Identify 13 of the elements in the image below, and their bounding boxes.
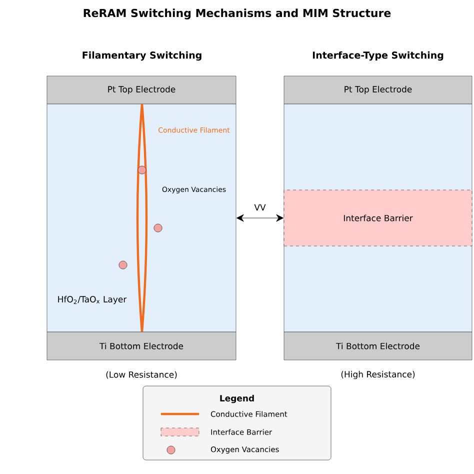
legend-title: Legend [220,394,254,404]
electrode-box: Ti Bottom Electrode (Low Resistance) [46,332,236,379]
arrow [236,214,284,222]
heading: Interface-Type Switching [312,51,444,61]
electrode-box: Pt Top Electrode [284,76,472,104]
title: ReRAM Switching Mechanisms and MIM Structure [84,8,391,20]
node-label: (High Resistance) [341,370,415,380]
electrode-box: Ti Bottom Electrode (High Resistance) [284,332,472,380]
interface-barrier-box: Interface Barrier [284,190,472,246]
heading: Filamentary Switching [82,51,202,61]
edge-label: VV [254,204,266,210]
node-label: (Low Resistance) [106,371,177,379]
electrode-box: Pt Top Electrode [46,76,236,104]
